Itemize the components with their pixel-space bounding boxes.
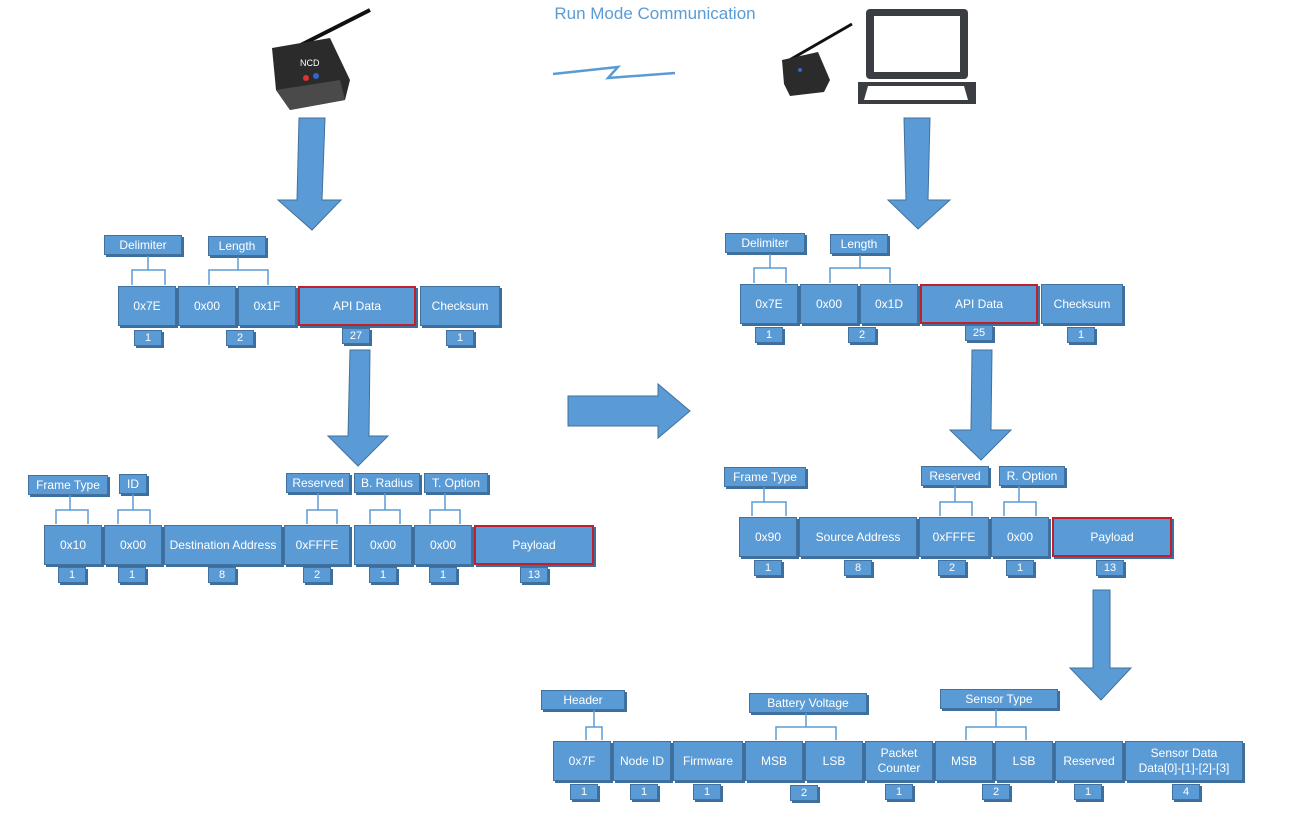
size-label: 1 — [1074, 784, 1102, 800]
sensor-data-cell: Sensor Data Data[0]-[1]-[2]-[3] — [1125, 741, 1243, 781]
gateway-icon — [782, 22, 853, 96]
size-label: 1 — [1067, 327, 1095, 343]
header-tag: Header — [541, 690, 625, 710]
size-label: 8 — [844, 560, 872, 576]
payload-field-cell: LSB — [995, 741, 1053, 781]
broadcast-radius-tag: B. Radius — [354, 473, 420, 493]
size-label: 13 — [520, 567, 548, 583]
frame-cell: 0x00 — [800, 284, 858, 324]
arrow-down-icon — [948, 349, 1013, 461]
payload-field-cell: LSB — [805, 741, 863, 781]
frame-cell: 0x00 — [414, 525, 472, 565]
payload-field-cell: MSB — [745, 741, 803, 781]
length-tag: Length — [830, 234, 888, 254]
size-label: 2 — [848, 327, 876, 343]
size-label: 1 — [885, 784, 913, 800]
size-label: 1 — [369, 567, 397, 583]
svg-text:NCD: NCD — [300, 58, 320, 68]
frame-cell: 0x1D — [860, 284, 918, 324]
arrow-down-icon — [326, 349, 390, 467]
size-label: 1 — [446, 330, 474, 346]
size-label: 1 — [429, 567, 457, 583]
checksum-cell: Checksum — [1041, 284, 1123, 324]
wireless-sensor-icon: NCD — [272, 8, 371, 110]
size-label: 1 — [630, 784, 658, 800]
size-label: 1 — [58, 567, 86, 583]
arrow-down-icon — [1068, 589, 1133, 701]
size-label: 1 — [118, 567, 146, 583]
wireless-link-icon — [552, 65, 676, 80]
size-label: 2 — [982, 784, 1010, 800]
payload-cell: Payload — [1052, 517, 1172, 557]
size-label: 13 — [1096, 560, 1124, 576]
laptop-icon — [858, 9, 976, 104]
size-label: 27 — [342, 328, 370, 344]
destination-address-cell: Destination Address — [164, 525, 282, 565]
size-label: 25 — [965, 325, 993, 341]
arrow-right-icon — [567, 382, 691, 440]
length-tag: Length — [208, 236, 266, 256]
diagram-title: Run Mode Communication — [554, 4, 756, 23]
api-data-cell: API Data — [298, 286, 416, 326]
api-data-cell: API Data — [920, 284, 1038, 324]
frame-type-tag: Frame Type — [724, 467, 806, 487]
arrow-down-icon — [276, 117, 343, 231]
reserved-tag: Reserved — [286, 473, 350, 493]
sensor-type-tag: Sensor Type — [940, 689, 1058, 709]
frame-cell: 0x00 — [104, 525, 162, 565]
frame-cell: 0x00 — [991, 517, 1049, 557]
payload-field-cell: Packet Counter — [865, 741, 933, 781]
size-label: 2 — [303, 567, 331, 583]
payload-field-cell: MSB — [935, 741, 993, 781]
size-label: 1 — [754, 560, 782, 576]
frame-type-tag: Frame Type — [28, 475, 108, 495]
frame-cell: 0x7E — [118, 286, 176, 326]
size-label: 1 — [1006, 560, 1034, 576]
size-label: 1 — [570, 784, 598, 800]
size-label: 1 — [693, 784, 721, 800]
arrow-down-icon — [886, 117, 952, 230]
payload-field-cell: Node ID — [613, 741, 671, 781]
receive-option-tag: R. Option — [999, 466, 1065, 486]
frame-cell: 0x90 — [739, 517, 797, 557]
frame-cell: 0x10 — [44, 525, 102, 565]
size-label: 2 — [790, 785, 818, 801]
size-label: 8 — [208, 567, 236, 583]
frame-cell: 0xFFFE — [284, 525, 350, 565]
frame-cell: 0x1F — [238, 286, 296, 326]
frame-cell: 0x00 — [354, 525, 412, 565]
delimiter-tag: Delimiter — [725, 233, 805, 253]
size-label: 1 — [134, 330, 162, 346]
payload-field-cell: Firmware — [673, 741, 743, 781]
checksum-cell: Checksum — [420, 286, 500, 326]
payload-cell: Payload — [474, 525, 594, 565]
id-tag: ID — [119, 474, 147, 494]
payload-field-cell: Reserved — [1055, 741, 1123, 781]
transmit-option-tag: T. Option — [424, 473, 488, 493]
source-address-cell: Source Address — [799, 517, 917, 557]
frame-cell: 0x7E — [740, 284, 798, 324]
size-label: 2 — [938, 560, 966, 576]
frame-cell: 0xFFFE — [919, 517, 989, 557]
size-label: 1 — [755, 327, 783, 343]
reserved-tag: Reserved — [921, 466, 989, 486]
payload-field-cell: 0x7F — [553, 741, 611, 781]
delimiter-tag: Delimiter — [104, 235, 182, 255]
battery-voltage-tag: Battery Voltage — [749, 693, 867, 713]
size-label: 4 — [1172, 784, 1200, 800]
size-label: 2 — [226, 330, 254, 346]
frame-cell: 0x00 — [178, 286, 236, 326]
